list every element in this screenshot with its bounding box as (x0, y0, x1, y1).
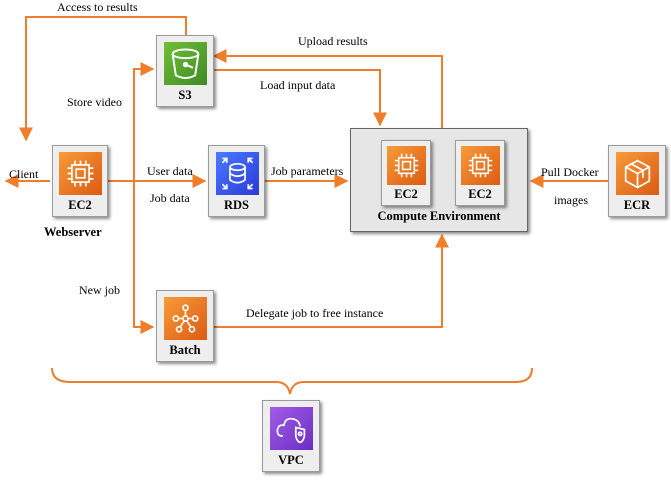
store-video-label: Store video (67, 95, 122, 109)
ecr-container-icon (616, 152, 659, 195)
new-job-label: New job (79, 283, 120, 297)
s3-node: S3 (156, 35, 214, 107)
edge-access-results (19, 16, 187, 142)
images-label: images (554, 193, 588, 207)
job-parameters-label: Job parameters (271, 164, 344, 178)
batch-icon (164, 297, 207, 340)
ecr-node: ECR (608, 145, 666, 217)
vpc-cloud-shield-icon (270, 407, 313, 450)
rds-database-icon (216, 152, 259, 195)
access-results-label: Access to results (57, 0, 138, 14)
vpc-label: VPC (278, 453, 304, 467)
upload-results-label: Upload results (298, 34, 368, 48)
edge-load-input (214, 69, 387, 127)
edge-new-job (133, 181, 155, 334)
pull-docker-label: Pull Docker (541, 165, 599, 179)
client-label: Client (9, 167, 39, 181)
vpc-brace (51, 367, 533, 395)
user-data-label: User data (147, 164, 193, 178)
rds-label: RDS (223, 198, 249, 212)
s3-label: S3 (178, 88, 192, 102)
ec2-instance-node: EC2 (381, 140, 431, 206)
compute-environment-label: Compute Environment (377, 209, 501, 223)
ec2-webserver-label: EC2 (68, 198, 92, 212)
ec2-chip-icon (387, 146, 426, 185)
load-input-label: Load input data (260, 78, 336, 92)
ec2-instance-label: EC2 (468, 187, 492, 201)
batch-node: Batch (156, 290, 214, 362)
webserver-label: Webserver (44, 225, 102, 239)
edge-delegate-job (214, 233, 449, 328)
batch-label: Batch (169, 343, 201, 357)
rds-node: RDS (208, 145, 265, 217)
ecr-label: ECR (623, 198, 651, 212)
ec2-chip-icon (59, 152, 102, 195)
vpc-node: VPC (262, 400, 320, 472)
ec2-instance-node: EC2 (455, 140, 505, 206)
delegate-job-label: Delegate job to free instance (246, 306, 384, 320)
ec2-webserver-node: EC2 (52, 145, 108, 217)
job-data-label: Job data (150, 191, 190, 205)
ec2-chip-icon (461, 146, 500, 185)
edge-upload-results (212, 49, 443, 128)
edge-store-video (108, 62, 155, 182)
s3-bucket-icon (164, 42, 207, 85)
ec2-instance-label: EC2 (394, 187, 418, 201)
